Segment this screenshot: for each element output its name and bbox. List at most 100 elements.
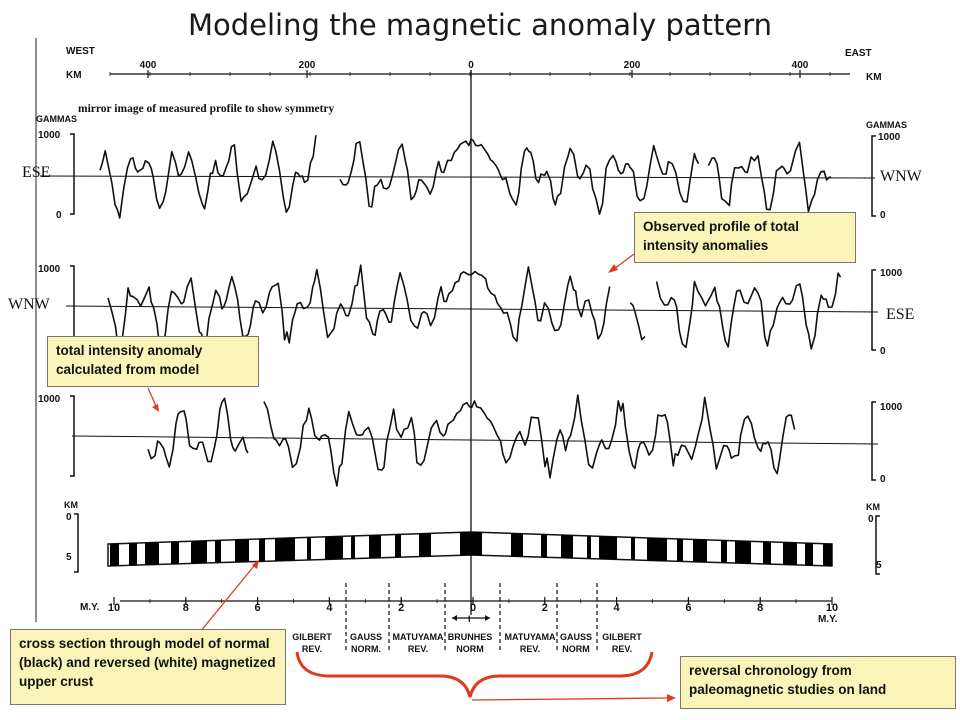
chronology-arrow [471, 694, 676, 702]
top-tick-label: 400 [140, 60, 157, 71]
epoch-label-line1: BRUNHES [448, 632, 493, 642]
normal-magnetized-block [215, 540, 221, 563]
normal-magnetized-block [369, 534, 381, 559]
normal-magnetized-block [763, 541, 771, 565]
svg-text:KM: KM [866, 502, 880, 512]
top-tick-label: 0 [468, 60, 474, 71]
observed-profile-mirrored [99, 135, 832, 219]
top-tick-label: 200 [624, 60, 641, 71]
epoch-label-line2: REV. [520, 644, 540, 654]
normal-magnetized-block [721, 540, 727, 563]
epoch-label-line1: GILBERT [602, 632, 642, 642]
top-tick-label: 400 [792, 60, 809, 71]
km-left-label: KM [66, 70, 82, 81]
normal-magnetized-block [735, 540, 751, 564]
svg-text:1000: 1000 [878, 132, 901, 143]
svg-text:0: 0 [56, 210, 62, 221]
svg-text:5: 5 [876, 560, 882, 571]
age-tick-label: 2 [398, 602, 404, 614]
epoch-label-line1: MATUYAMA [505, 632, 556, 642]
profile3-baseline [71, 435, 879, 445]
chronology-callout: reversal chronology from paleomagnetic s… [680, 656, 956, 709]
profile1-baseline [39, 175, 876, 179]
calculated-profile [147, 394, 796, 487]
epoch-label-line2: NORM. [351, 644, 381, 654]
epoch-label-line1: GAUSS [560, 632, 592, 642]
normal-magnetized-block [129, 543, 137, 566]
observed-profile [107, 264, 842, 352]
normal-magnetized-block [171, 541, 179, 565]
normal-magnetized-block [587, 535, 591, 559]
normal-magnetized-block [259, 538, 265, 562]
age-tick-label: 4 [614, 602, 621, 614]
svg-text:0: 0 [880, 346, 886, 357]
profile2-right-scale: 1000 0 [871, 268, 903, 357]
profile2-left-direction: WNW [8, 296, 50, 313]
west-label: WEST [66, 46, 95, 57]
crust-cross-section [107, 531, 833, 567]
epoch-label-line2: REV. [408, 644, 428, 654]
profile3-right-scale: 1000 0 [871, 401, 903, 485]
brunhes-marker: I [452, 614, 490, 624]
normal-magnetized-block [325, 536, 343, 560]
normal-magnetized-block [307, 537, 311, 560]
epoch-label-line2: NORM [562, 644, 590, 654]
my-right-label: M.Y. [818, 614, 838, 625]
svg-text:0: 0 [880, 474, 886, 485]
normal-magnetized-block [693, 539, 707, 563]
profile3-left-scale: 1000 [38, 394, 75, 477]
svg-text:1000: 1000 [880, 402, 903, 413]
svg-text:1000: 1000 [38, 264, 61, 275]
epoch-label-line2: NORM [456, 644, 484, 654]
svg-text:1000: 1000 [38, 130, 61, 141]
svg-text:GAMMAS: GAMMAS [36, 114, 77, 124]
depth-right-scale: KM 0 5 [866, 502, 882, 575]
epoch-label-line1: GILBERT [292, 632, 332, 642]
profile1-right-direction: WNW [880, 168, 922, 185]
normal-magnetized-block [419, 533, 431, 557]
depth-left-scale: KM 0 5 [64, 500, 79, 573]
profile1-left-scale: GAMMAS 1000 0 [36, 114, 77, 221]
profile1-right-scale: GAMMAS 1000 0 [866, 120, 907, 221]
normal-magnetized-block [235, 539, 249, 563]
normal-magnetized-block [561, 534, 573, 559]
observed-profile-callout: Observed profile of total intensity anom… [634, 212, 856, 263]
normal-magnetized-block [823, 543, 832, 566]
normal-magnetized-block [677, 538, 683, 562]
epoch-label-line1: MATUYAMA [393, 632, 444, 642]
cross-section-callout: cross section through model of normal (b… [10, 629, 286, 705]
normal-magnetized-block [110, 543, 119, 566]
svg-text:0: 0 [66, 512, 72, 523]
top-tick-label: 200 [299, 60, 316, 71]
epoch-labels: GILBERT REV. GAUSS NORM. MATUYAMA REV. BRUNHES… [292, 632, 642, 654]
profile1-left-direction: ESE [22, 164, 51, 181]
mirror-note: mirror image of measured profile to show… [78, 103, 335, 115]
svg-text:I: I [468, 614, 471, 624]
normal-magnetized-block [275, 537, 295, 561]
east-label: EAST [845, 48, 872, 59]
normal-magnetized-block [511, 533, 523, 557]
age-tick-label: 6 [685, 602, 691, 614]
normal-magnetized-block [395, 534, 401, 558]
chronology-brace [295, 651, 654, 698]
callout-arrows [147, 253, 635, 633]
age-tick-label: 10 [108, 602, 120, 614]
normal-magnetized-block [647, 537, 667, 561]
page-title: Modeling the magnetic anomaly pattern [187, 8, 773, 42]
my-left-label: M.Y. [80, 602, 100, 613]
top-scale-ticks: 400 200 0 200 400 [109, 60, 831, 78]
normal-magnetized-block [471, 532, 482, 556]
profile2-baseline [65, 305, 879, 313]
svg-text:0: 0 [868, 514, 874, 525]
normal-magnetized-block [599, 536, 617, 560]
normal-magnetized-block [460, 532, 471, 556]
epoch-label-line2: REV. [612, 644, 632, 654]
normal-magnetized-block [145, 542, 159, 565]
normal-magnetized-block [351, 535, 355, 559]
svg-text:1000: 1000 [38, 394, 61, 405]
svg-text:1000: 1000 [880, 268, 903, 279]
age-tick-label: 0 [470, 602, 476, 614]
km-right-label: KM [866, 72, 882, 83]
